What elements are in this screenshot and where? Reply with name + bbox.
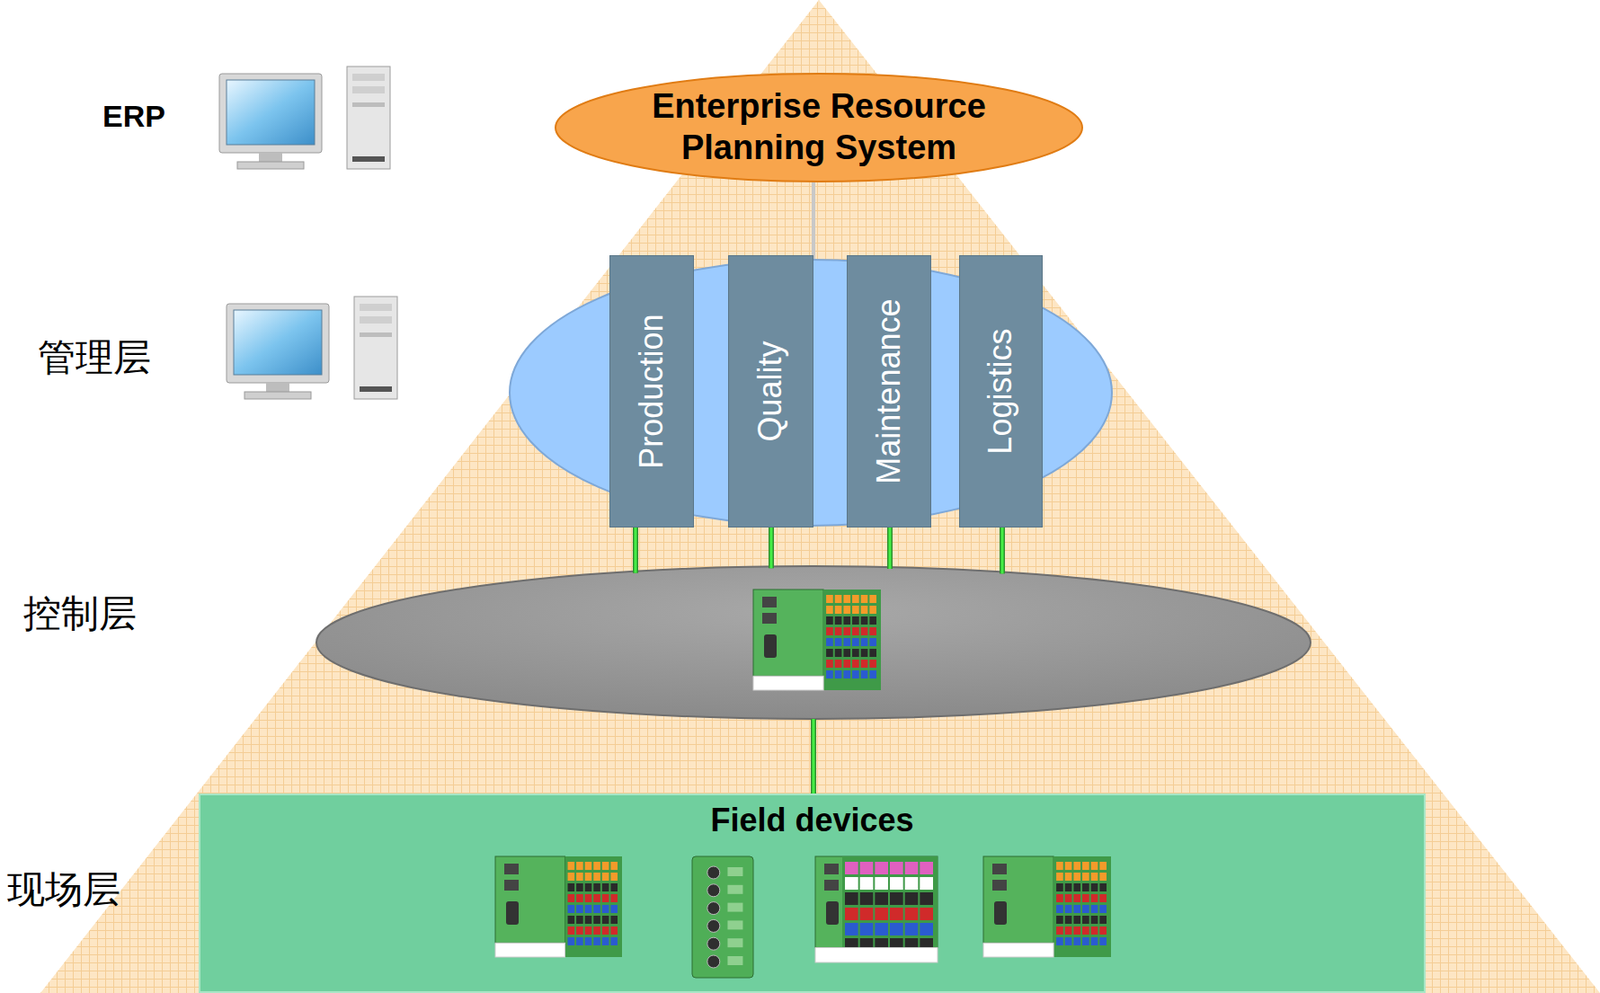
erp-ellipse: Enterprise Resource Planning System xyxy=(553,71,1085,184)
function-bar: Logistics xyxy=(959,255,1043,528)
bus-line xyxy=(887,525,893,569)
bar-label: Production xyxy=(631,313,671,469)
bus-line xyxy=(770,525,774,569)
bus-line xyxy=(999,525,1005,574)
node-label: Enterprise Resource Planning System xyxy=(638,86,999,169)
function-bar: Production xyxy=(609,255,694,528)
bus-line xyxy=(632,525,639,574)
pyramid xyxy=(40,0,1600,993)
bus-line xyxy=(810,719,817,796)
bus-line xyxy=(1001,525,1005,574)
link-line xyxy=(811,179,816,261)
bus-line xyxy=(768,525,774,569)
function-bar: Maintenance xyxy=(846,255,932,528)
control-ellipse xyxy=(316,566,1311,720)
bar-label: Logistics xyxy=(981,328,1021,454)
node-label: Field devices xyxy=(710,800,914,840)
bus-line xyxy=(888,525,892,569)
bus-line xyxy=(812,719,816,796)
io-module xyxy=(495,856,623,958)
function-bar: Quality xyxy=(728,255,814,528)
computer-icon xyxy=(219,66,391,169)
computer-icon xyxy=(226,296,398,400)
io-module xyxy=(815,856,938,963)
bar-label: Maintenance xyxy=(869,298,908,484)
bar-label: Quality xyxy=(751,340,791,442)
layer-label: 管理层 xyxy=(37,332,152,383)
layer-label: ERP xyxy=(102,98,166,134)
bus-line xyxy=(634,525,638,574)
layer-label: 现场层 xyxy=(7,864,121,916)
io-module xyxy=(692,856,754,978)
io-module xyxy=(983,856,1112,958)
layer-label: 控制层 xyxy=(23,588,137,640)
io-module xyxy=(753,589,881,691)
field-devices-box: Field devices xyxy=(198,793,1426,993)
